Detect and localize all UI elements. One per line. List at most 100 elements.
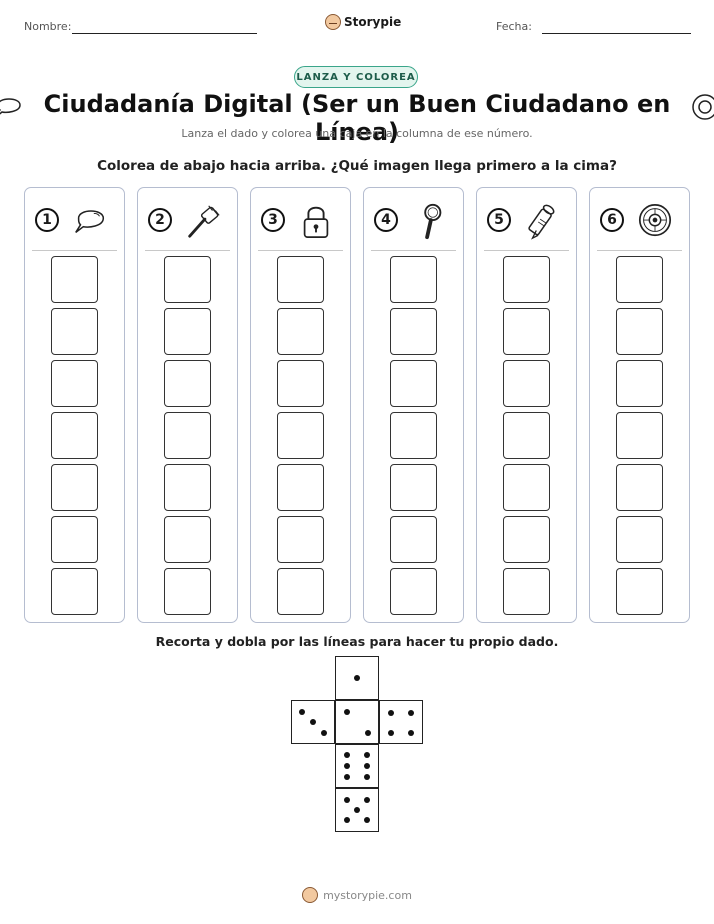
color-box[interactable] [503, 516, 550, 563]
die-pip [365, 730, 371, 736]
color-box[interactable] [164, 360, 211, 407]
die-pip [344, 774, 350, 780]
color-box[interactable] [390, 412, 437, 459]
die-pip [354, 675, 360, 681]
padlock-icon [303, 206, 329, 239]
dice-columns: 1 2 [24, 187, 690, 623]
header: Nombre: Storypie Fecha: [0, 0, 714, 40]
footer: mystorypie.com [0, 887, 714, 903]
color-box[interactable] [390, 360, 437, 407]
color-box[interactable] [164, 256, 211, 303]
die-pip [364, 817, 370, 823]
brand-name: Storypie [344, 15, 402, 29]
color-box[interactable] [277, 360, 324, 407]
brand-logo: Storypie [325, 14, 401, 30]
color-box[interactable] [51, 568, 98, 615]
column-header: 2 [148, 202, 232, 242]
color-box[interactable] [390, 256, 437, 303]
color-box[interactable] [390, 516, 437, 563]
column-number: 1 [35, 208, 59, 232]
color-box[interactable] [503, 568, 550, 615]
color-box[interactable] [616, 568, 663, 615]
column-header: 1 [35, 202, 119, 242]
color-box[interactable] [503, 412, 550, 459]
die-pip [364, 763, 370, 769]
color-box[interactable] [390, 308, 437, 355]
die-face-5 [335, 788, 379, 832]
column-2: 2 [137, 187, 238, 623]
column-header: 5 [487, 202, 571, 242]
color-box[interactable] [503, 464, 550, 511]
column-divider [484, 250, 569, 251]
color-box[interactable] [51, 360, 98, 407]
color-box[interactable] [164, 412, 211, 459]
column-4: 4 [363, 187, 464, 623]
color-box[interactable] [390, 464, 437, 511]
color-box[interactable] [164, 568, 211, 615]
die-pip [408, 730, 414, 736]
column-header: 6 [600, 202, 684, 242]
die-face-4 [379, 700, 423, 744]
color-box[interactable] [616, 256, 663, 303]
die-pip [321, 730, 327, 736]
column-number: 2 [148, 208, 172, 232]
footer-url[interactable]: mystorypie.com [323, 888, 412, 902]
color-box[interactable] [277, 568, 324, 615]
column-number: 5 [487, 208, 511, 232]
column-number: 4 [374, 208, 398, 232]
color-box[interactable] [51, 516, 98, 563]
magnifying-glass-icon [424, 203, 442, 240]
die-pip [388, 710, 394, 716]
column-divider [597, 250, 682, 251]
color-box[interactable] [51, 308, 98, 355]
shield-icon [638, 203, 672, 237]
die-face-1 [335, 656, 379, 700]
color-box[interactable] [616, 464, 663, 511]
date-line[interactable] [542, 33, 691, 34]
die-pip [364, 774, 370, 780]
speech-bubble-icon [0, 98, 21, 115]
color-box[interactable] [503, 360, 550, 407]
coloring-instruction: Colorea de abajo hacia arriba. ¿Qué imag… [97, 158, 617, 174]
die-face-3 [291, 700, 335, 744]
die-pip [310, 719, 316, 725]
color-box[interactable] [503, 308, 550, 355]
color-box[interactable] [277, 464, 324, 511]
name-line[interactable] [72, 33, 257, 34]
color-box[interactable] [616, 308, 663, 355]
color-box[interactable] [164, 308, 211, 355]
die-pip [299, 709, 305, 715]
color-box[interactable] [51, 464, 98, 511]
die-pip [364, 752, 370, 758]
die-pip [364, 797, 370, 803]
color-box[interactable] [51, 412, 98, 459]
die-pip [408, 710, 414, 716]
color-box[interactable] [277, 308, 324, 355]
column-number: 3 [261, 208, 285, 232]
color-box[interactable] [503, 256, 550, 303]
die-pip [344, 709, 350, 715]
die-pip [344, 752, 350, 758]
die-pip [344, 817, 350, 823]
cut-instruction: Recorta y dobla por las líneas para hace… [155, 634, 559, 649]
mascot-icon [302, 887, 319, 903]
color-box[interactable] [616, 412, 663, 459]
color-box[interactable] [277, 256, 324, 303]
color-box[interactable] [616, 360, 663, 407]
page-subtitle: Lanza el dado y colorea una caja en la c… [181, 127, 533, 140]
column-divider [258, 250, 343, 251]
color-box[interactable] [277, 412, 324, 459]
color-box[interactable] [164, 516, 211, 563]
color-box[interactable] [164, 464, 211, 511]
mascot-icon [325, 14, 341, 30]
color-box[interactable] [390, 568, 437, 615]
color-box[interactable] [51, 256, 98, 303]
die-pip [388, 730, 394, 736]
scroll-icon [528, 204, 555, 240]
color-box[interactable] [616, 516, 663, 563]
die-pip [344, 763, 350, 769]
color-box[interactable] [277, 516, 324, 563]
brush-icon [188, 205, 220, 238]
speech-bubble-icon [75, 210, 105, 234]
column-header: 4 [374, 202, 458, 242]
